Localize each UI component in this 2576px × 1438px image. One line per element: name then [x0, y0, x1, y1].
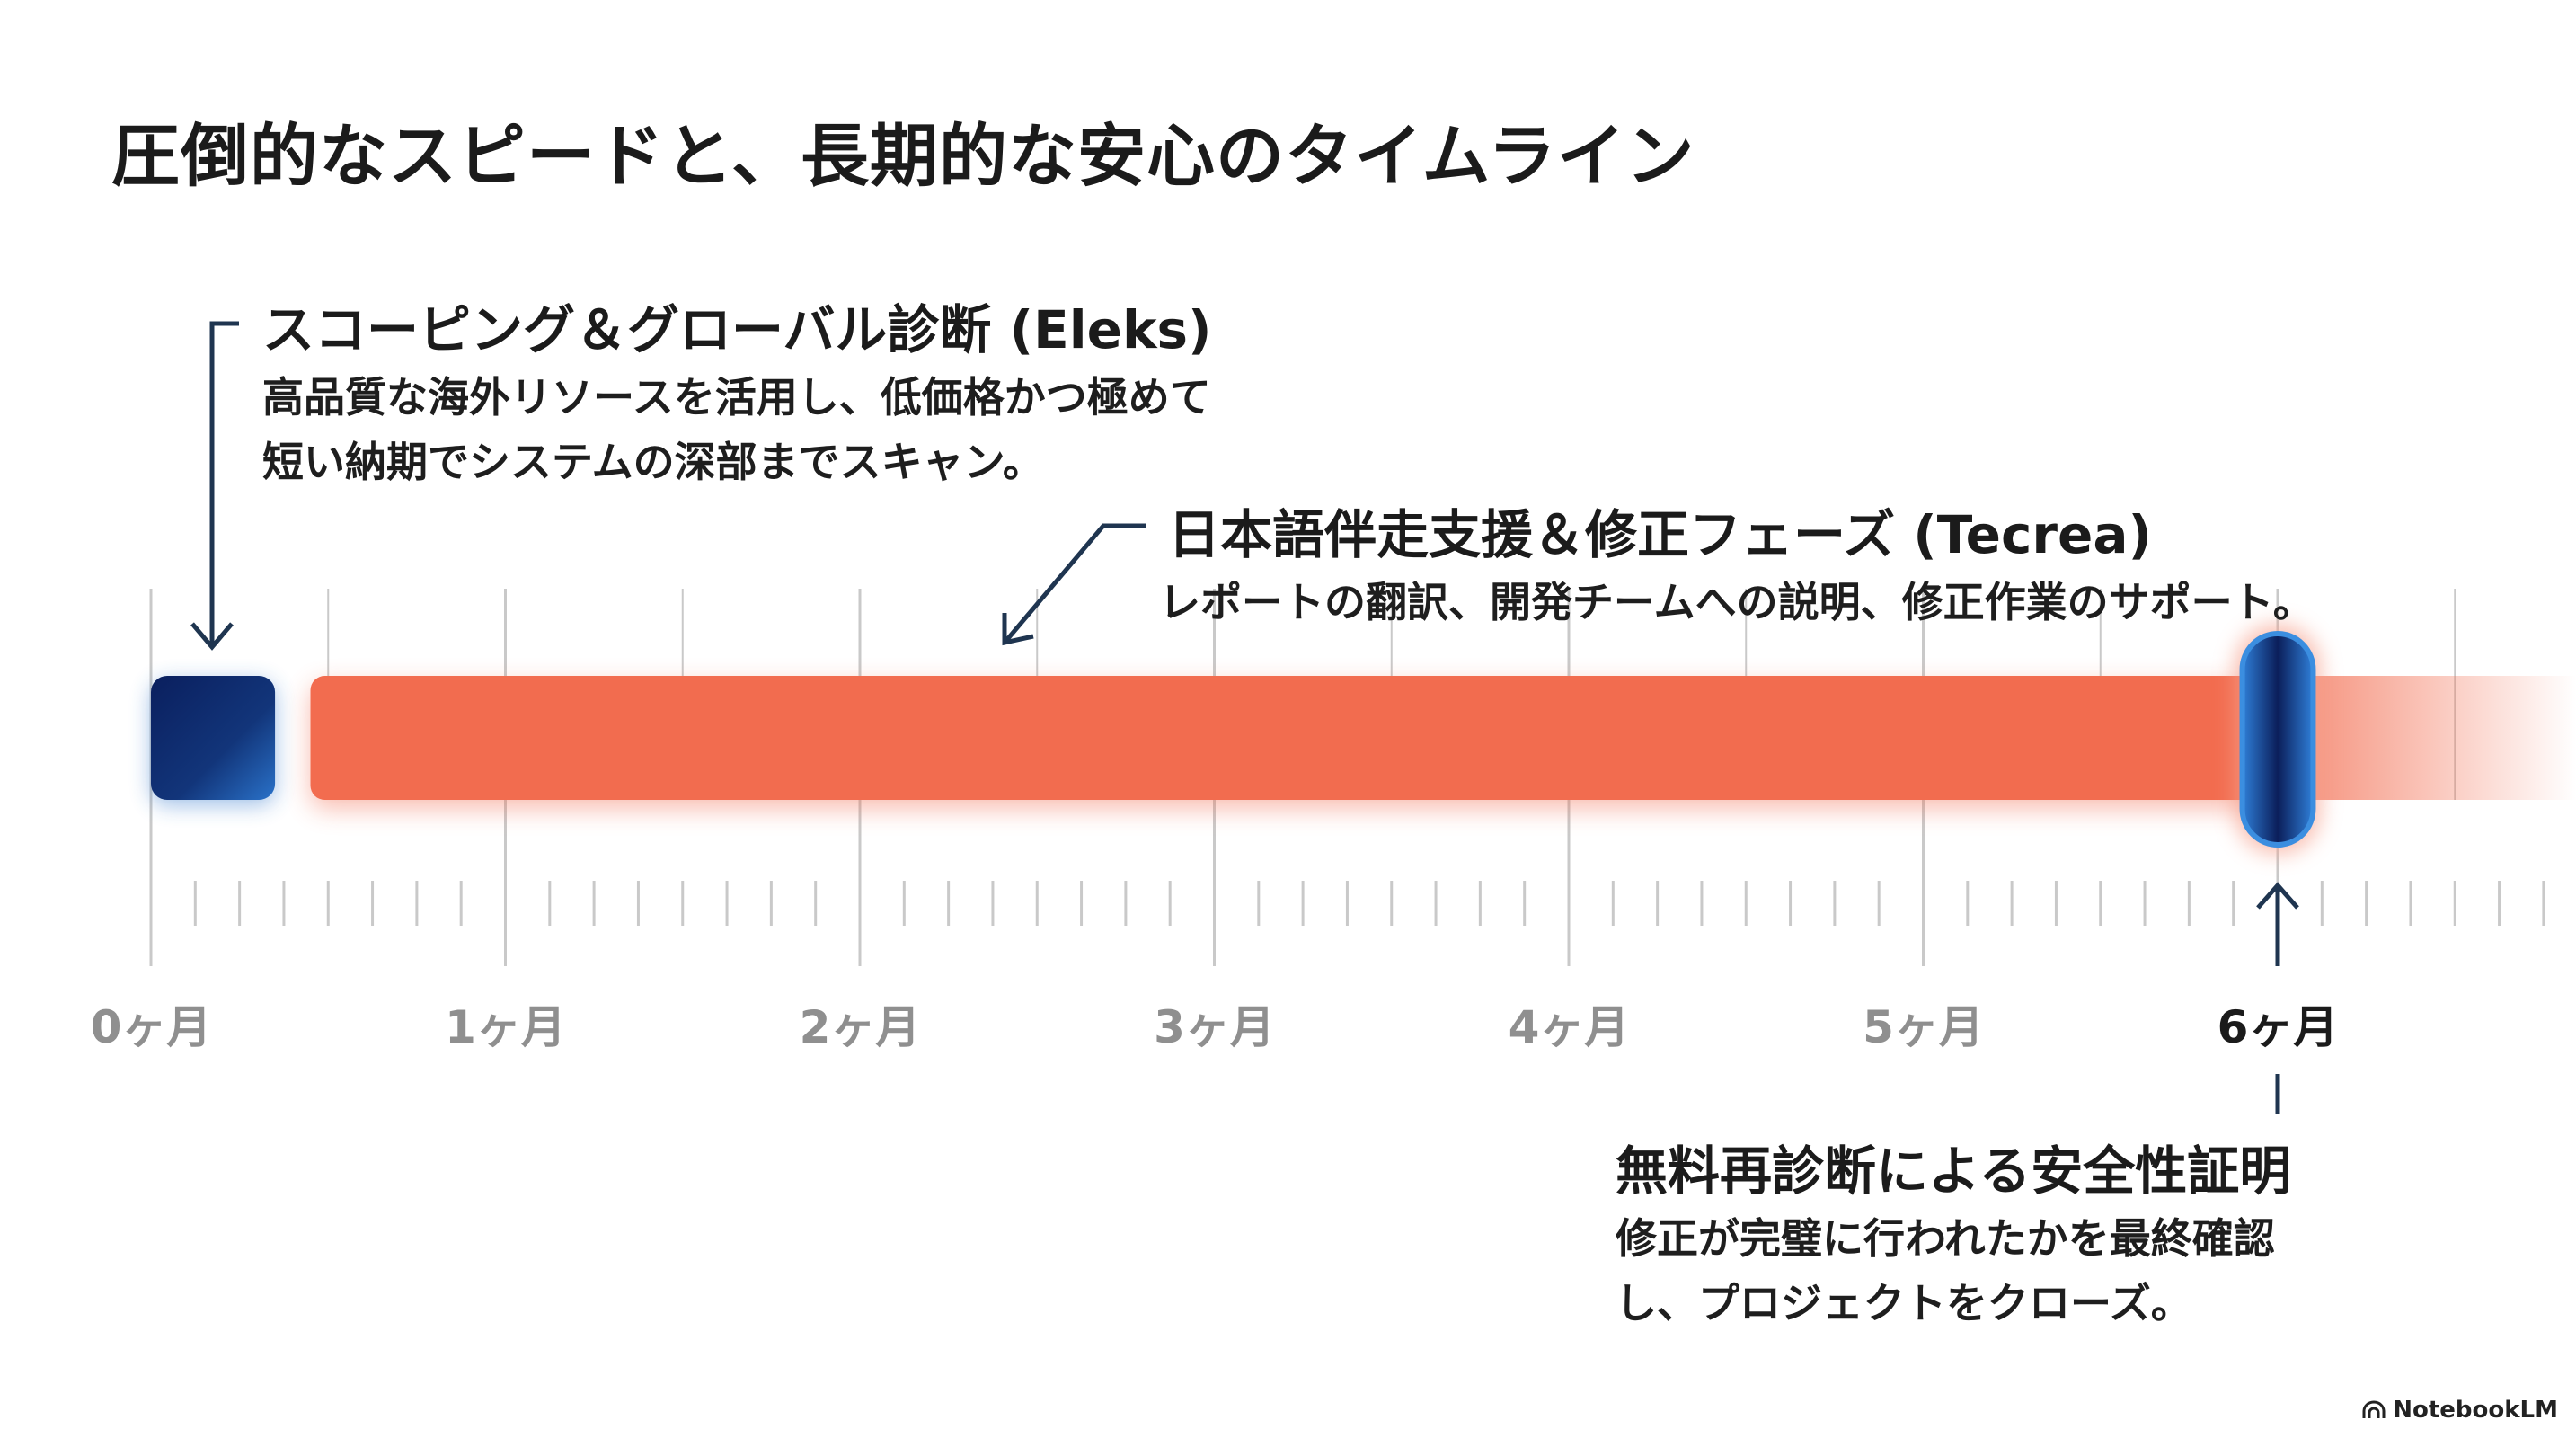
axis-tick-label: 5ヶ月 [1863, 1001, 1984, 1053]
phase-2-description: レポートの翻訳、開発チームへの説明、修正作業のサポート。 [1159, 570, 2315, 635]
phase-2-leader-line [1003, 523, 1146, 644]
axis-tick-label: 6ヶ月 [2217, 1001, 2339, 1053]
phase-2-title: 日本語伴走支援＆修正フェーズ (Tecrea) [1168, 504, 2152, 565]
phase-3-desc-line: し、プロジェクトをクローズ。 [1616, 1279, 2192, 1327]
phase-2-bar [310, 676, 2279, 800]
phase-1-description: 高品質な海外リソースを活用し、低価格かつ極めて 短い納期でシステムの深部までスキ… [262, 365, 1211, 494]
axis-tick-label: 0ヶ月 [91, 1001, 212, 1053]
phase-3-title: 無料再診断による安全性証明 [1616, 1141, 2292, 1202]
phase-1-bar [151, 676, 276, 800]
page-title: 圧倒的なスピードと、長期的な安心のタイムライン [111, 116, 1695, 196]
phase-1-title: スコーピング＆グローバル診断 (Eleks) [262, 299, 1212, 360]
arrow-down-icon [190, 622, 234, 651]
phase-3-desc-line: 修正が完璧に行われたかを最終確認 [1616, 1214, 2275, 1263]
axis-labels: 0ヶ月 1ヶ月 2ヶ月 3ヶ月 4ヶ月 5ヶ月 6ヶ月 [91, 1001, 2339, 1053]
brand-label: NotebookLM [2393, 1397, 2558, 1424]
phase-1-desc-line: 高品質な海外リソースを活用し、低価格かつ極めて [262, 373, 1211, 422]
phase-1-desc-line: 短い納期でシステムの深部までスキャン。 [262, 438, 1044, 486]
phase-1-leader-line [209, 321, 239, 647]
callout-arrows [190, 321, 2299, 1114]
brand-watermark: NotebookLM [2362, 1397, 2558, 1424]
arrow-up-icon [2256, 882, 2299, 910]
milestone-marker [2239, 631, 2316, 848]
axis-tick-label: 4ヶ月 [1509, 1001, 1630, 1053]
phase-2-desc-line: レポートの翻訳、開発チームへの説明、修正作業のサポート。 [1159, 578, 2315, 626]
axis-tick-label: 1ヶ月 [445, 1001, 566, 1053]
notebooklm-logo-icon [2362, 1400, 2386, 1418]
axis-tick-label: 3ヶ月 [1154, 1001, 1275, 1053]
phase-bars [151, 625, 2576, 854]
axis-tick-label: 2ヶ月 [800, 1001, 921, 1053]
phase-3-description: 修正が完璧に行われたかを最終確認 し、プロジェクトをクローズ。 [1616, 1206, 2275, 1336]
arrow-diagonal-icon [1002, 613, 1034, 646]
